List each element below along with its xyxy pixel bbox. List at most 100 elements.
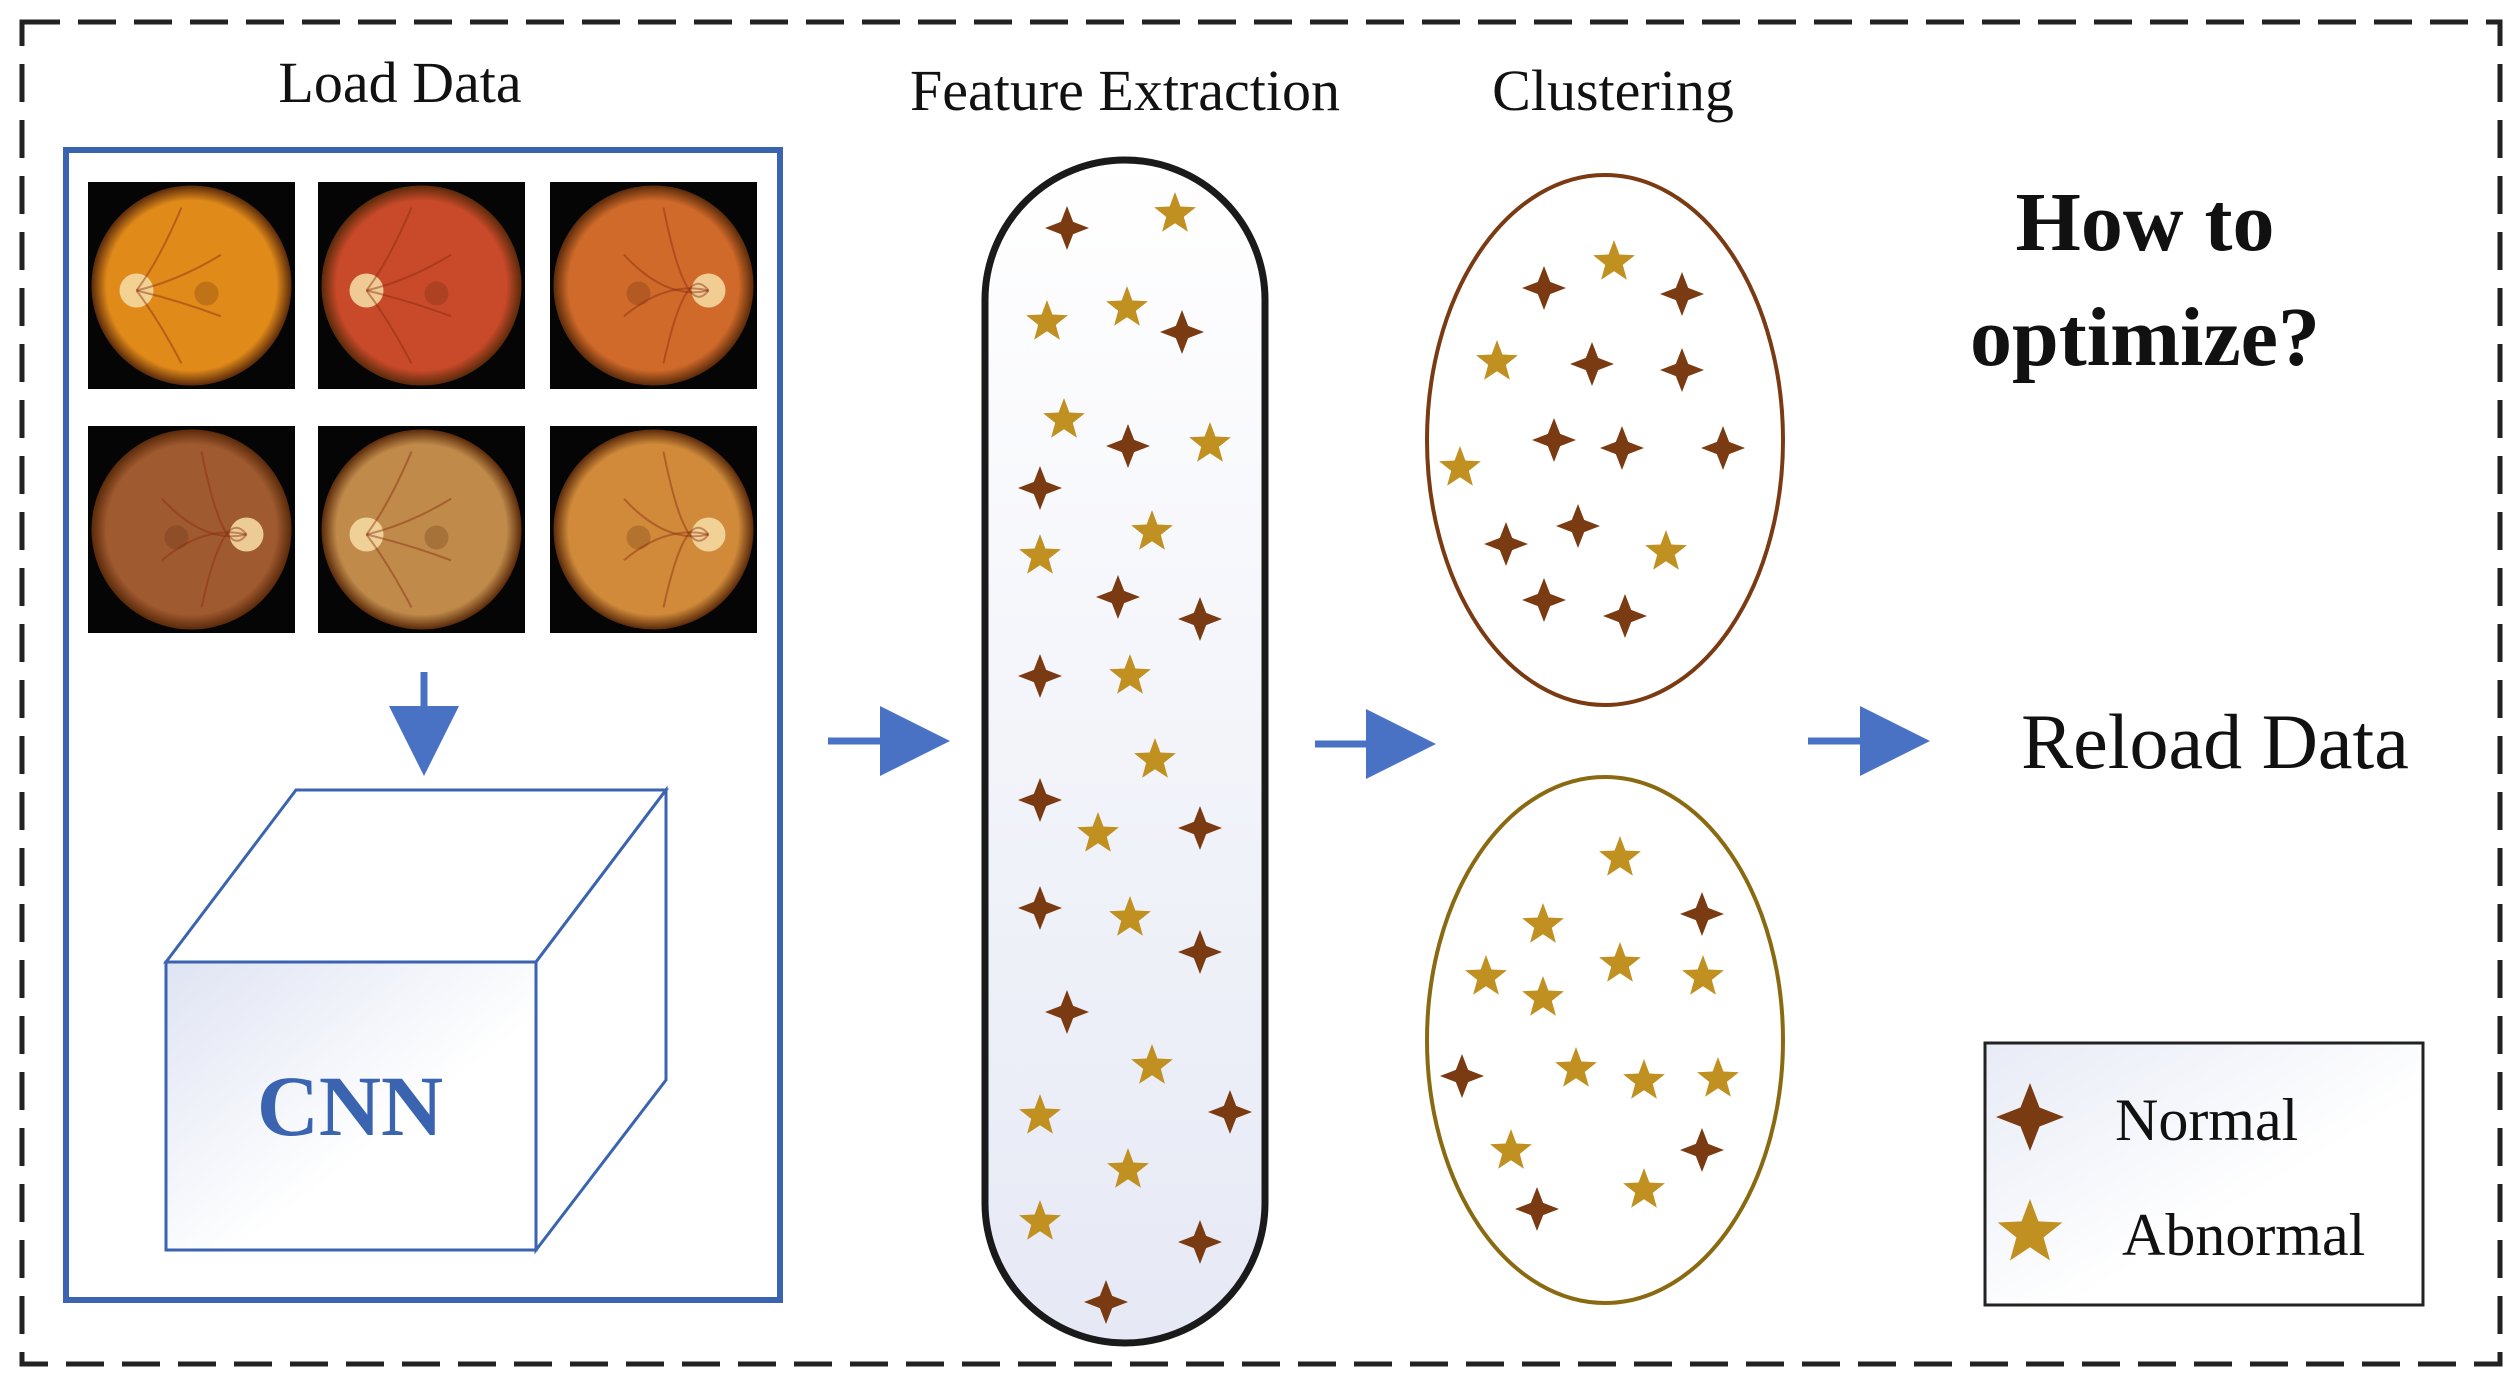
- normal-point: [1556, 504, 1600, 548]
- normal-point: [1603, 594, 1647, 638]
- normal-point: [1018, 466, 1062, 510]
- normal-point: [1440, 1054, 1484, 1098]
- macula: [424, 281, 449, 306]
- abnormal-point: [1109, 896, 1151, 936]
- normal-point: [1018, 886, 1062, 930]
- macula: [194, 281, 219, 306]
- normal-point: [1522, 578, 1566, 622]
- question-line-2: optimize?: [1970, 291, 2320, 384]
- abnormal-point: [1439, 446, 1481, 486]
- optic-disc: [349, 517, 384, 552]
- abnormal-point: [1623, 1059, 1665, 1099]
- normal-point: [1660, 272, 1704, 316]
- normal-point: [1178, 930, 1222, 974]
- load-data-title: Load Data: [278, 50, 521, 115]
- cluster-lower: [1425, 775, 1785, 1305]
- abnormal-point: [1106, 286, 1148, 326]
- normal-point: [1208, 1090, 1252, 1134]
- outer-dashed-frame: [19, 19, 2503, 1367]
- macula: [626, 525, 651, 550]
- optic-disc: [691, 273, 726, 308]
- abnormal-point: [1522, 976, 1564, 1016]
- legend-box: [1983, 1041, 2425, 1307]
- abnormal-point: [1555, 1047, 1597, 1087]
- cluster-upper: [1425, 173, 1785, 707]
- cluster-lower-points: [1440, 836, 1739, 1231]
- normal-point: [1680, 1128, 1724, 1172]
- normal-point: [1570, 342, 1614, 386]
- abnormal-point: [1026, 300, 1068, 340]
- optic-disc: [229, 517, 264, 552]
- normal-point: [1018, 778, 1062, 822]
- abnormal-point: [1131, 1044, 1173, 1084]
- normal-point: [1106, 424, 1150, 468]
- abnormal-point: [1019, 1200, 1061, 1240]
- abnormal-point: [1697, 1057, 1739, 1097]
- optic-disc: [349, 273, 384, 308]
- normal-point: [1178, 1220, 1222, 1264]
- legend-normal-label: Normal: [2115, 1087, 2298, 1153]
- feature-points: [1018, 192, 1252, 1324]
- fundus-image-grid: [88, 182, 757, 633]
- reload-data-label: Reload Data: [2021, 698, 2409, 785]
- abnormal-point: [1490, 1129, 1532, 1169]
- normal-point: [1178, 806, 1222, 850]
- legend-markers: [1996, 1083, 2064, 1261]
- abnormal-point: [1134, 738, 1176, 778]
- normal-point: [1515, 1187, 1559, 1231]
- abnormal-point: [1154, 192, 1196, 232]
- abnormal-point: [1476, 340, 1518, 380]
- abnormal-point: [1189, 422, 1231, 462]
- normal-point: [1084, 1280, 1128, 1324]
- cnn-cube: [162, 785, 670, 1255]
- question-line-1: How to: [2016, 176, 2275, 269]
- abnormal-point: [1682, 955, 1724, 995]
- fundus-3: [550, 182, 757, 389]
- abnormal-point: [1599, 836, 1641, 876]
- abnormal-point: [1109, 654, 1151, 694]
- normal-point: [1522, 266, 1566, 310]
- normal-point: [1178, 597, 1222, 641]
- normal-point: [1018, 654, 1062, 698]
- legend-abnormal-label: Abnormal: [2122, 1202, 2365, 1268]
- cnn-label: CNN: [257, 1058, 443, 1154]
- normal-point: [1600, 426, 1644, 470]
- abnormal-point: [1107, 1148, 1149, 1188]
- normal-point: [1484, 522, 1528, 566]
- abnormal-point: [1043, 398, 1085, 438]
- abnormal-point: [1522, 903, 1564, 943]
- cluster-upper-points: [1439, 240, 1745, 638]
- macula: [164, 525, 189, 550]
- normal-point: [1701, 426, 1745, 470]
- abnormal-point: [1599, 942, 1641, 982]
- fundus-5: [318, 426, 525, 633]
- abnormal-point: [1623, 1168, 1665, 1208]
- legend-normal-marker: [1996, 1083, 2064, 1151]
- abnormal-point: [1019, 1094, 1061, 1134]
- normal-point: [1045, 206, 1089, 250]
- fundus-1: [88, 182, 295, 389]
- fundus-6: [550, 426, 757, 633]
- macula: [626, 281, 651, 306]
- optic-disc: [119, 273, 154, 308]
- abnormal-point: [1593, 240, 1635, 280]
- fundus-2: [318, 182, 525, 389]
- normal-point: [1096, 575, 1140, 619]
- normal-point: [1680, 892, 1724, 936]
- fundus-4: [88, 426, 295, 633]
- abnormal-point: [1131, 510, 1173, 550]
- optic-disc: [691, 517, 726, 552]
- abnormal-point: [1077, 812, 1119, 852]
- abnormal-point: [1645, 530, 1687, 570]
- clustering-title: Clustering: [1492, 58, 1734, 123]
- abnormal-point: [1465, 955, 1507, 995]
- macula: [424, 525, 449, 550]
- normal-point: [1045, 990, 1089, 1034]
- normal-point: [1660, 348, 1704, 392]
- normal-point: [1160, 310, 1204, 354]
- feature-extraction-title: Feature Extraction: [910, 58, 1340, 123]
- legend-abnormal-marker: [1997, 1199, 2063, 1261]
- normal-point: [1532, 418, 1576, 462]
- abnormal-point: [1019, 534, 1061, 574]
